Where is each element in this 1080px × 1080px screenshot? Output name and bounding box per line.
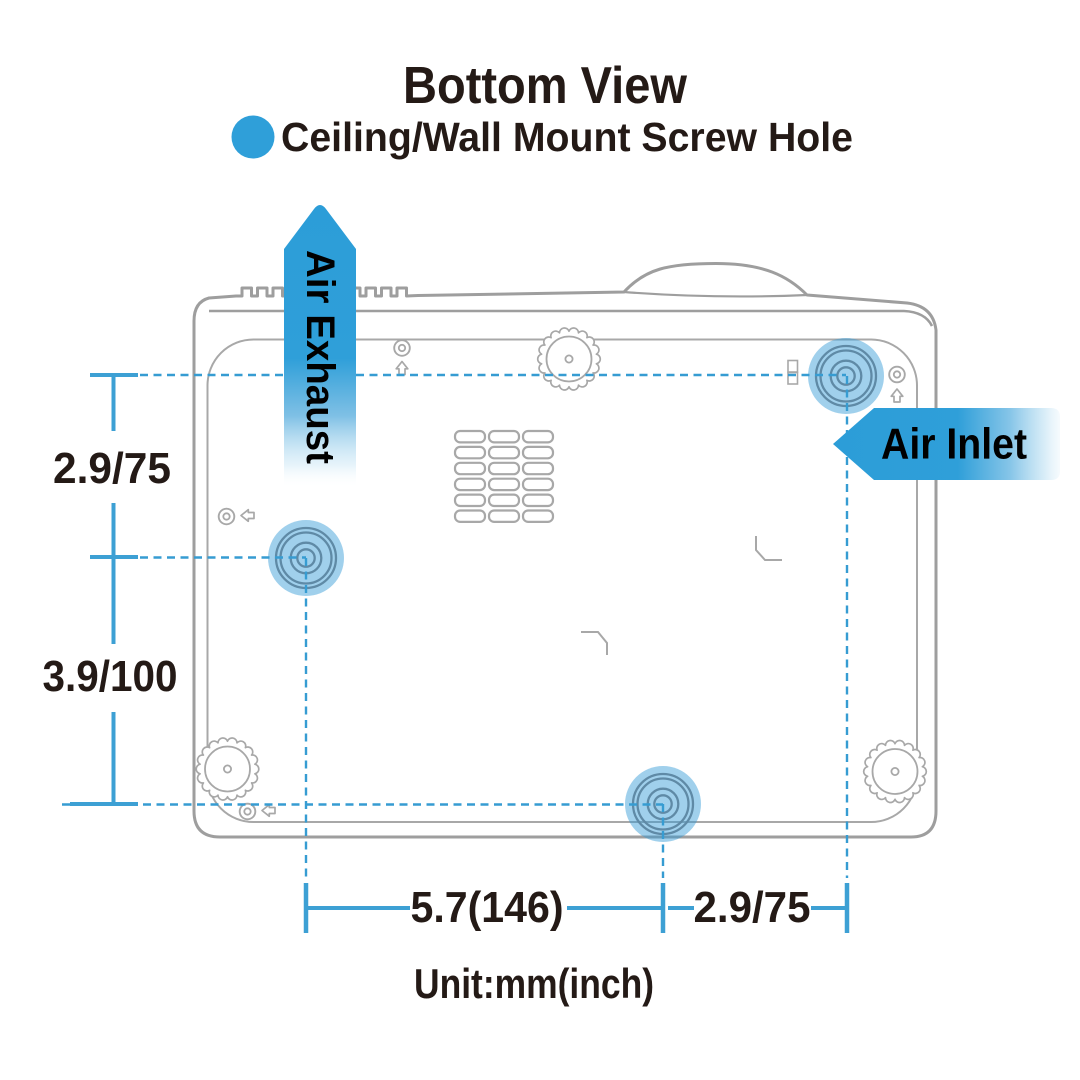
legend-dot (231, 115, 275, 159)
dim-label-side-upper: 2.9/75 (53, 444, 171, 493)
diagram-title: Bottom View (403, 57, 687, 115)
air-inlet-callout: Air Inlet (833, 408, 1060, 480)
air-inlet-ribbon (833, 408, 1060, 480)
dimension-lines (70, 373, 850, 933)
corner-mark-right (755, 536, 782, 561)
corner-mark-left (581, 631, 608, 655)
air-exhaust-label: Air Exhaust (298, 250, 342, 464)
dimension-labels: 2.9/75 3.9/100 5.7(146) 2.9/75 Unit:mm(i… (43, 444, 811, 1007)
latch-detail (787, 359, 799, 385)
air-exhaust-callout: Air Exhaust (284, 205, 356, 486)
legend-label: Ceiling/Wall Mount Screw Hole (281, 114, 853, 160)
air-exhaust-ribbon (284, 205, 356, 486)
vent-grille (453, 429, 555, 523)
projector-body (192, 262, 938, 839)
screw-icon-mid-left (217, 507, 255, 526)
dim-label-bottom-span: 5.7(146) (411, 883, 564, 932)
adjustable-foot-bottom-left (195, 737, 260, 801)
screw-icon-bottom-left (238, 802, 276, 821)
projector-outline (192, 262, 938, 839)
dim-label-side-lower: 3.9/100 (43, 652, 178, 701)
unit-note: Unit:mm(inch) (414, 960, 654, 1007)
air-inlet-label: Air Inlet (881, 420, 1027, 469)
adjustable-foot-top (536, 327, 602, 391)
heading: Bottom View Ceiling/Wall Mount Screw Hol… (231, 57, 853, 160)
adjustable-foot-bottom-right (862, 739, 928, 804)
screw-icon-top-right (888, 365, 906, 403)
top-flange-line (209, 309, 934, 327)
dashed-guide-lines (62, 373, 849, 878)
dim-label-bottom-offset: 2.9/75 (694, 883, 811, 932)
screw-icon-top-left (393, 339, 411, 376)
left-dimension (70, 373, 138, 806)
lens-bump-lower-edge (623, 290, 808, 298)
bottom-dimension (303, 883, 850, 933)
